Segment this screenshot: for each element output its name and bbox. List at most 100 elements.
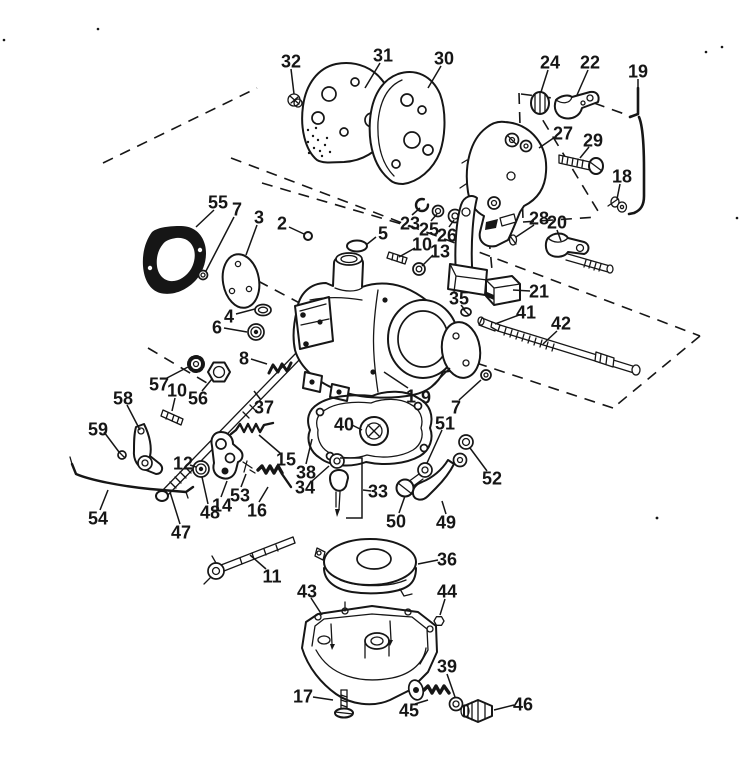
callout-leader-6 [223,327,248,333]
callout-leader-23 [411,207,421,216]
part-screw-17 [334,689,354,719]
callout-18: 18 [612,167,632,187]
callout-leader-54 [99,489,109,511]
callout-leader-24 [540,69,549,93]
callout-42: 42 [551,314,571,334]
callout-leader-47 [169,491,181,525]
part-float-21 [485,275,521,306]
part-spring-15 [229,421,275,436]
callout-leader-22 [576,69,589,96]
callout-29: 29 [583,131,603,151]
callout-13: 13 [430,242,450,262]
callout-leader-31 [364,62,381,89]
callout-50: 50 [386,512,406,532]
callout-leader-40 [351,424,363,431]
callout-20: 20 [547,213,567,233]
part-cover-30 [368,71,446,185]
callout-leader-15 [258,434,281,454]
callout-leader-29 [579,146,590,159]
callout-leader-7 [458,379,482,401]
callout-leader-18 [616,183,621,200]
callout-35: 35 [449,289,469,309]
callout-leader-28 [515,224,535,238]
part-carburetor-body-1 [292,195,488,402]
callout-58: 58 [113,389,133,409]
part-grommet-12-48 [192,460,210,478]
callout-52: 52 [482,469,502,489]
callout-14: 14 [212,496,232,516]
callout-leader-30 [427,65,442,89]
callout-54: 54 [88,509,108,529]
part-cam-lever-49 [411,452,468,501]
part-spring-8 [267,361,293,375]
part-washer-34 [329,453,345,469]
part-rod-11 [203,536,296,585]
callout-8: 8 [239,349,249,369]
callout-leader-27 [538,136,556,149]
part-bellcrank-58 [132,423,164,475]
callout-layer: 1234567789101011121314151617181920212223… [88,46,648,721]
part-retainer-ring-23 [414,197,430,213]
part-plug-46 [460,699,493,723]
part-silencer-cover-36 [314,538,417,597]
callout-30: 30 [434,49,454,69]
part-screw-29 [558,154,604,175]
callout-5: 5 [378,224,388,244]
part-clip-18 [607,196,628,213]
part-screw-59 [117,450,127,460]
callout-leader-43 [310,597,323,616]
part-link-rod-37 [155,350,304,502]
callout-leader-4 [235,308,256,315]
part-group-bracket-33 [340,457,363,519]
callout-leader-3 [245,224,258,256]
callout-leader-57 [164,366,189,380]
part-washer-39 [448,696,464,712]
callout-32: 32 [281,52,301,72]
callout-37: 37 [254,398,274,418]
callout-leader-45 [414,699,429,705]
callout-23: 23 [400,214,420,234]
callout-leader-56 [201,378,213,392]
callout-1: 1 [406,387,416,407]
part-clip-53 [242,460,256,474]
callout-3: 3 [254,208,264,228]
callout-39: 39 [437,657,457,677]
callout-7: 7 [232,200,242,220]
part-knob-24 [530,91,550,115]
callout-leader-2 [288,226,305,235]
callout-4: 4 [224,307,234,327]
callout-27: 27 [553,124,573,144]
callout-leader-12 [189,464,197,468]
callout-leader-38 [305,438,313,465]
part-washer-25 [431,204,445,218]
callout-57: 57 [149,375,169,395]
callout-leader-55 [195,209,215,228]
callout-leader-21 [512,289,531,292]
callout-leader-44 [439,598,446,616]
callout-leader-10 [171,397,176,412]
callout-leader-20 [556,229,562,242]
callout-leader-25 [430,213,438,222]
part-rod-54 [69,456,195,499]
callout-51: 51 [435,414,455,434]
callout-49: 49 [436,513,456,533]
callout-leader-13 [421,254,434,267]
print-specks [2,27,739,520]
part-screw-32 [287,93,303,108]
part-inlet-valve-34 [329,469,349,517]
callout-26: 26 [437,226,457,246]
callout-leader-33 [362,489,372,492]
callout-leader-52 [469,447,488,472]
callout-40: 40 [334,415,354,435]
callout-24: 24 [540,53,560,73]
part-ball-2 [303,231,313,241]
callout-55: 55 [208,193,228,213]
callout-leader-39 [446,673,456,698]
callout-6: 6 [212,318,222,338]
callout-31: 31 [373,46,393,66]
callout-leader-32 [290,68,295,95]
callout-leader-7 [205,216,235,272]
part-ring-4 [254,303,272,317]
